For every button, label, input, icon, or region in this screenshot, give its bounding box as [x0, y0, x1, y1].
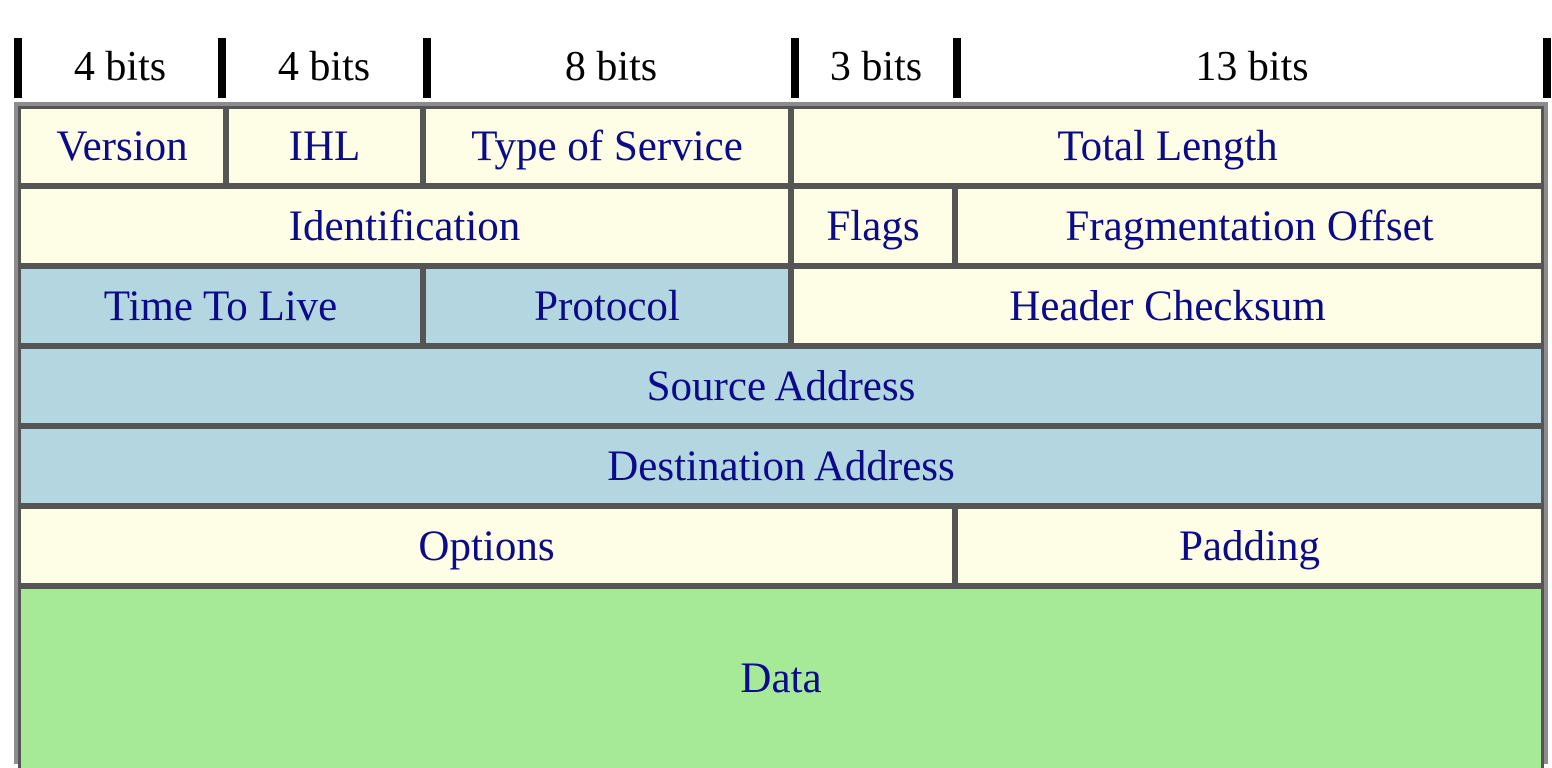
header-checksum-field: Header Checksum: [791, 266, 1544, 346]
flags-field: Flags: [791, 186, 955, 266]
destination-address-field: Destination Address: [18, 426, 1544, 506]
ruler-label: 3 bits: [829, 44, 923, 90]
source-address-field: Source Address: [18, 346, 1544, 426]
total-length-field: Total Length: [791, 106, 1544, 186]
bit-width-ruler: 4 bits 4 bits 8 bits 3 bits 13 bits: [0, 0, 1552, 100]
ruler-tick: [14, 38, 22, 98]
data-field: Data: [18, 586, 1544, 768]
ruler-tick: [791, 38, 799, 98]
type-of-service-field: Type of Service: [423, 106, 791, 186]
ipv4-header-table: Version IHL Type of Service Total Length…: [14, 102, 1548, 768]
padding-field: Padding: [955, 506, 1544, 586]
ruler-label: 8 bits: [564, 44, 658, 90]
protocol-field: Protocol: [423, 266, 791, 346]
identification-field: Identification: [18, 186, 791, 266]
ruler-label: 4 bits: [73, 44, 167, 90]
ruler-tick: [1543, 38, 1551, 98]
ruler-tick: [953, 38, 961, 98]
ihl-field: IHL: [226, 106, 423, 186]
ruler-tick: [218, 38, 226, 98]
time-to-live-field: Time To Live: [18, 266, 423, 346]
ruler-label: 4 bits: [277, 44, 371, 90]
fragmentation-offset-field: Fragmentation Offset: [955, 186, 1544, 266]
ruler-label: 13 bits: [1195, 44, 1309, 90]
version-field: Version: [18, 106, 226, 186]
options-field: Options: [18, 506, 955, 586]
ruler-tick: [423, 38, 431, 98]
